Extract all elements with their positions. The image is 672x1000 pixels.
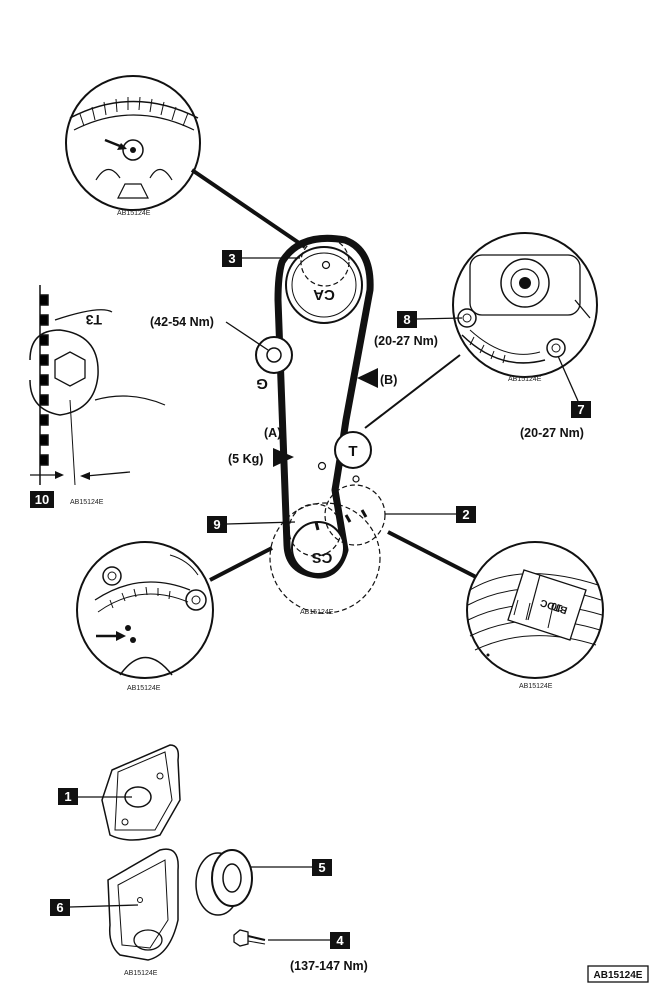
mark-t3: T3 (85, 312, 102, 328)
leader-camshaft-detail (190, 168, 307, 249)
svg-text:7: 7 (577, 402, 584, 417)
ref-code-4: AB15124E (300, 609, 334, 616)
ref-code-5: AB15124E (127, 685, 161, 692)
svg-text:10: 10 (35, 492, 49, 507)
figure-code-box: AB15124E (587, 965, 649, 983)
torque-part4: (137-147 Nm) (290, 959, 368, 973)
tension-arrow-b (357, 368, 378, 388)
svg-text:3: 3 (228, 251, 235, 266)
torque-part7: (20-27 Nm) (520, 426, 584, 440)
torque-g-pulley: (42-54 Nm) (150, 315, 214, 329)
detail-camshaft-sprocket (65, 75, 201, 211)
tension-label-a: (A) (264, 426, 281, 440)
callout-6: 6 (50, 899, 139, 916)
tension-label-b: (B) (380, 373, 397, 387)
torque-part8: (20-27 Nm) (374, 334, 438, 348)
callout-5: 5 (250, 859, 332, 876)
callout-1: 1 (58, 788, 132, 805)
leader-tensioner-detail (364, 354, 461, 429)
svg-text:9: 9 (213, 517, 220, 532)
leader-btdc-detail (387, 530, 477, 579)
svg-text:8: 8 (403, 312, 410, 327)
ref-code-7: AB15124E (124, 970, 158, 977)
callout-4: 4 (268, 932, 350, 949)
callout-9: 9 (207, 516, 296, 533)
ref-code-6: AB15124E (519, 683, 553, 690)
detail-btdc-scale (466, 541, 604, 679)
svg-text:6: 6 (56, 900, 63, 915)
pulley-label-ca: CA (313, 286, 335, 303)
part-1-upper-cover (101, 744, 181, 841)
timing-belt-layout (255, 234, 386, 614)
detail-crank-sprocket (76, 541, 214, 679)
part-4-crank-bolt (233, 929, 266, 947)
leader-crank-detail (209, 546, 273, 582)
ref-code-1: AB15124E (117, 210, 151, 217)
figure-code: AB15124E (594, 970, 643, 981)
callout-10: 10 (30, 491, 54, 508)
pulley-label-g: G (256, 375, 268, 392)
svg-text:5: 5 (318, 860, 325, 875)
callout-7: 7 (557, 355, 591, 418)
svg-text:2: 2 (462, 507, 469, 522)
callout-3: 3 (222, 250, 300, 267)
detail-tensioner (452, 232, 598, 378)
ref-code-3: AB15124E (70, 499, 104, 506)
part-6-lower-cover (107, 848, 179, 961)
detail-crank-mark-t3 (29, 285, 166, 486)
btdc-value: 10 (550, 599, 564, 613)
tension-label-a-load: (5 Kg) (228, 452, 263, 466)
pulley-label-cs: CS (312, 549, 333, 566)
ref-code-2: AB15124E (508, 376, 542, 383)
svg-text:1: 1 (64, 789, 71, 804)
callout-2: 2 (385, 506, 476, 523)
part-5-crank-pulley-washer (195, 849, 253, 916)
callout-8: 8 (397, 311, 463, 328)
pulley-label-t: T (348, 443, 357, 460)
svg-text:4: 4 (336, 933, 344, 948)
tension-arrow-a (273, 448, 294, 467)
